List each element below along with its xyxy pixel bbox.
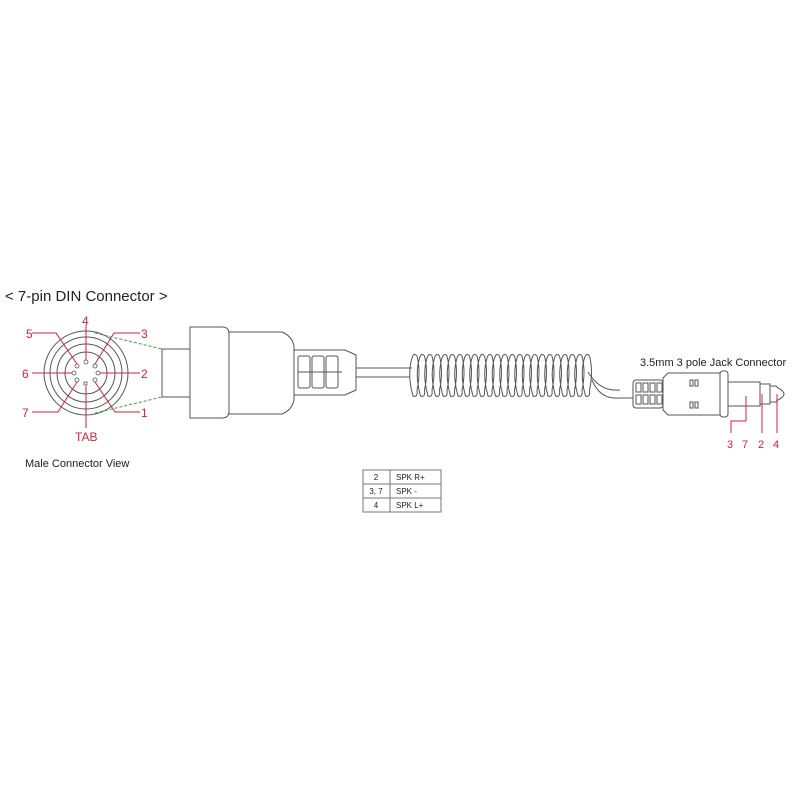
table-signal: SPK R+ [396,473,425,482]
din-title: < 7-pin DIN Connector > [5,288,168,305]
pin-6 [71,370,77,376]
jack-label-3: 3 [727,439,733,451]
din-connector-face: 5 4 3 6 2 7 1 TAB [22,314,163,444]
pin-label-4: 4 [82,314,89,328]
pin-4 [83,359,89,365]
table-signal: SPK L+ [396,501,424,510]
table-pin: 3, 7 [369,487,383,496]
table-pin: 4 [374,501,379,510]
jack-label-2: 2 [758,439,764,451]
din-plug-body [161,326,357,419]
pin-label-5: 5 [26,327,33,341]
jack-title: 3.5mm 3 pole Jack Connector [640,357,786,369]
jack-label-4: 4 [773,439,779,451]
coiled-cable [356,353,633,399]
pin-label-1: 1 [141,406,148,420]
tab-key [83,381,88,386]
pin-label-7: 7 [22,406,29,420]
jack-label-7: 7 [742,439,748,451]
jack-leader-lines [730,394,778,433]
pin-label-2: 2 [141,367,148,381]
pin-label-6: 6 [22,367,29,381]
din-subtitle: Male Connector View [25,458,129,470]
jack-plug-body [632,370,785,418]
pin-2 [95,370,101,376]
table-pin: 2 [374,473,379,482]
pin-5 [74,363,80,369]
projection-guides [94,332,163,414]
pin-1 [92,377,98,383]
pin-label-tab: TAB [75,430,97,444]
pin-leader-lines [32,325,140,428]
pinout-table: 2 SPK R+ 3, 7 SPK - 4 SPK L+ [362,469,442,513]
pin-3 [92,363,98,369]
pin-label-3: 3 [141,327,148,341]
table-signal: SPK - [396,487,417,496]
pin-7 [74,377,80,383]
